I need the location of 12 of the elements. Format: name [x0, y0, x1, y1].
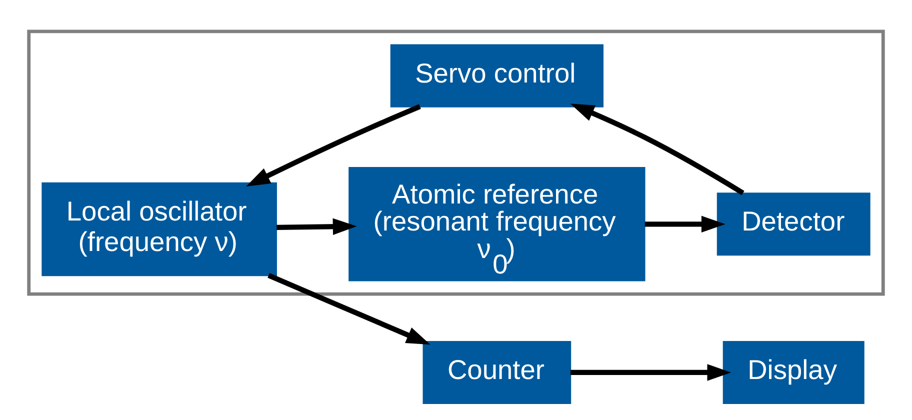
node-box: Detector	[716, 192, 870, 256]
node-box: Counter	[422, 340, 572, 404]
node-box: Servo control	[390, 44, 604, 107]
node-box: Display	[722, 340, 864, 404]
arrow	[276, 218, 357, 234]
arrow	[246, 104, 421, 186]
arrow	[570, 364, 732, 380]
arrow	[268, 272, 430, 344]
cluster	[27, 29, 885, 296]
arrow	[570, 103, 744, 195]
arrow	[644, 215, 726, 232]
node-box: Local oscillator (frequency ν)	[42, 182, 277, 276]
